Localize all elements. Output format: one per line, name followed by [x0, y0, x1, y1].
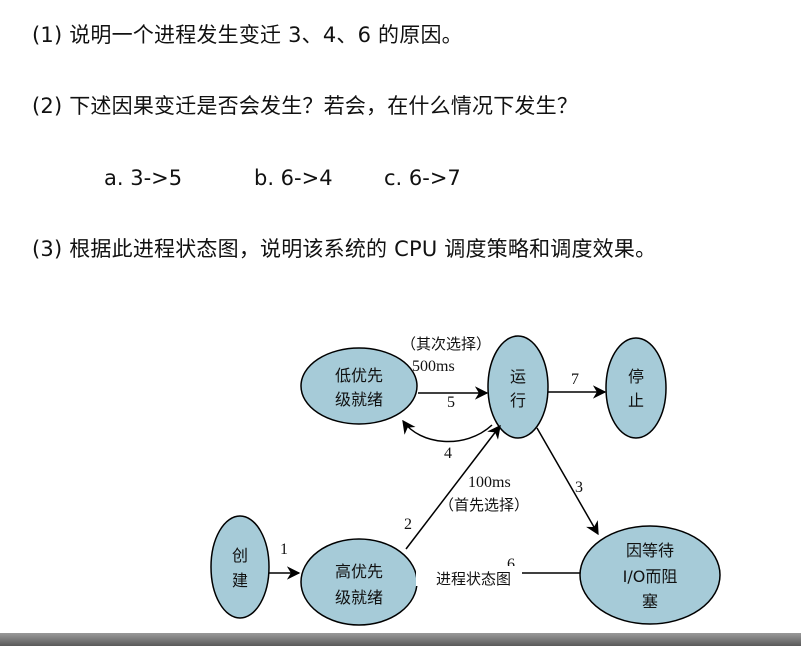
- node-create: [210, 515, 270, 619]
- node-running-label-1: 运: [510, 367, 526, 386]
- transition-label-3: 3: [575, 479, 583, 496]
- node-high-priority-ready-label-1: 高优先: [335, 562, 383, 581]
- diagram-caption: 进程状态图: [436, 570, 511, 588]
- node-stop-label-2: 止: [628, 391, 644, 410]
- transition-label-1: 1: [280, 541, 288, 558]
- node-stop: [605, 337, 667, 439]
- note-second-choice: （其次选择）: [401, 335, 491, 353]
- transition-label-6: 6: [507, 556, 515, 573]
- node-blocked-io-label-3: 塞: [642, 592, 658, 611]
- node-create-label-1: 创: [232, 546, 248, 565]
- transition-label-2: 2: [404, 516, 412, 533]
- option-a: a. 3->5: [104, 166, 183, 190]
- node-blocked-io-label-2: I/O而阻: [623, 567, 678, 586]
- option-b: b. 6->4: [254, 166, 333, 190]
- node-blocked-io-label-1: 因等待: [626, 541, 674, 560]
- node-blocked-io: [579, 525, 721, 625]
- node-low-priority-ready-label-2: 级就绪: [335, 390, 383, 409]
- question-1: (1) 说明一个进程发生变迁 3、4、6 的原因。: [32, 23, 463, 47]
- question-2: (2) 下述因果变迁是否会发生？若会，在什么情况下发生？: [32, 94, 579, 118]
- node-low-priority-ready-label-1: 低优先: [335, 366, 383, 385]
- caption-backing: [416, 566, 522, 586]
- question-3: (3) 根据此进程状态图，说明该系统的 CPU 调度策略和调度效果。: [32, 237, 657, 261]
- arrow-4-running-to-low: [402, 419, 493, 443]
- transition-label-7: 7: [571, 371, 579, 388]
- arrow-3-running-to-blocked: [536, 427, 599, 536]
- node-high-priority-ready-label-2: 级就绪: [335, 588, 383, 607]
- arrow-2-high-to-running: [405, 424, 501, 550]
- transition-label-4: 4: [444, 445, 452, 462]
- note-500ms: 500ms: [412, 358, 455, 375]
- note-first-choice: （首先选择）: [439, 496, 529, 514]
- node-stop-label-1: 停: [628, 367, 644, 386]
- node-high-priority-ready: [300, 538, 418, 626]
- bottom-bar: [0, 633, 801, 646]
- node-low-priority-ready: [300, 347, 418, 425]
- note-100ms: 100ms: [468, 474, 511, 491]
- option-c: c. 6->7: [384, 166, 461, 190]
- node-create-label-2: 建: [232, 571, 248, 590]
- node-running: [487, 335, 549, 439]
- node-running-label-2: 行: [510, 391, 526, 410]
- transition-label-5: 5: [447, 394, 455, 411]
